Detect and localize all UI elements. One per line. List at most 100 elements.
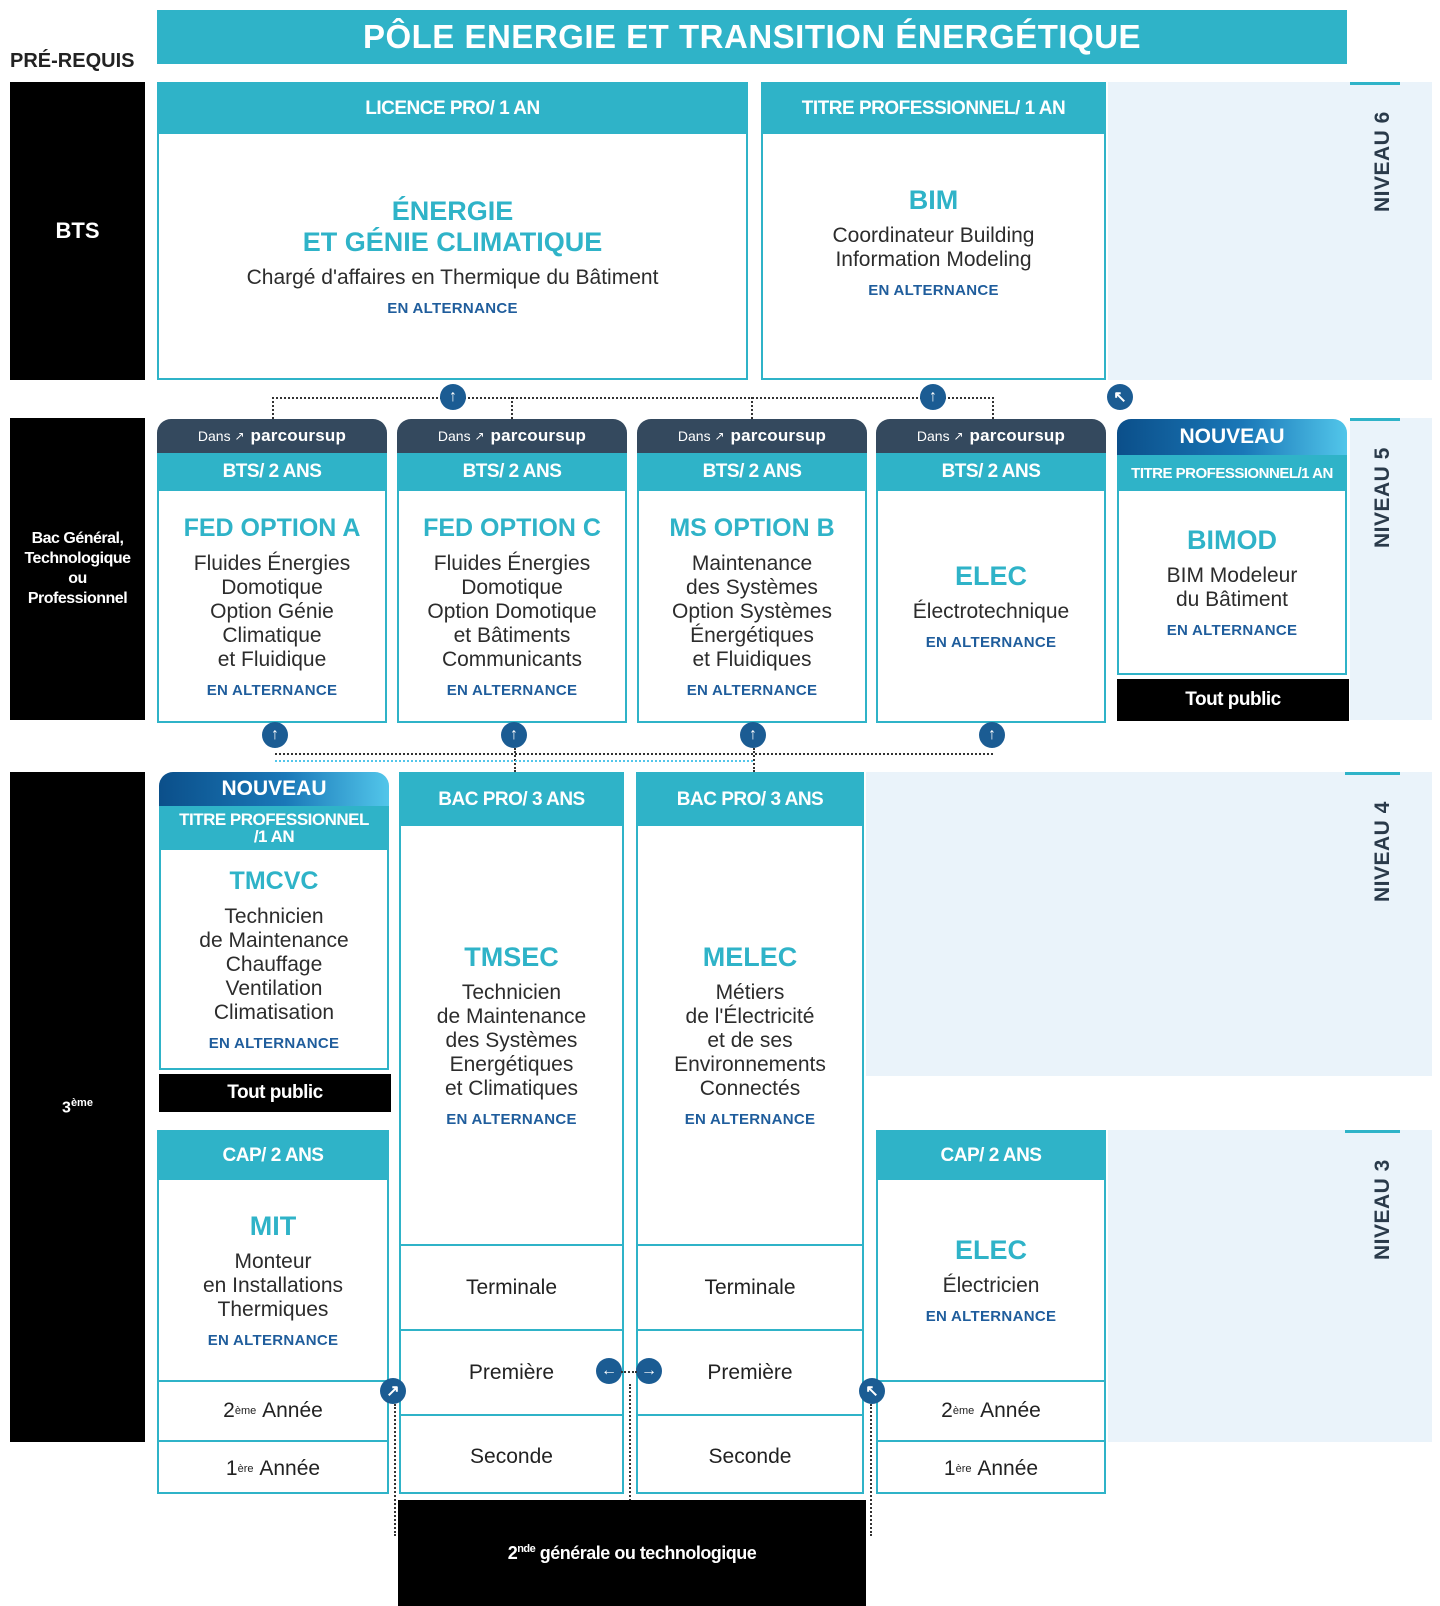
- bts-fed-c-card[interactable]: Dans ↗parcoursup BTS/ 2 ANS FED OPTION C…: [397, 419, 627, 723]
- licence-pro-header: LICENCE PRO/ 1 AN: [159, 84, 746, 134]
- niveau5-band: [1350, 418, 1432, 720]
- niveau6-label: NIVEAU 6: [1371, 111, 1394, 212]
- bim-title: BIM: [908, 184, 959, 215]
- tmcvc-header: TITRE PROFESSIONNEL /1 AN: [159, 806, 389, 850]
- bimod-header: TITRE PROFESSIONNEL/1 AN: [1117, 455, 1347, 491]
- bac-pro-header: BAC PRO/ 3 ANS: [401, 774, 622, 826]
- seconde-generale-bar: 2nde générale ou technologique: [398, 1500, 866, 1606]
- bim-header: TITRE PROFESSIONNEL/ 1 AN: [763, 84, 1104, 134]
- page-title: PÔLE ENERGIE ET TRANSITION ÉNERGÉTIQUE: [157, 10, 1347, 64]
- alternance-label: EN ALTERNANCE: [1166, 622, 1298, 639]
- tmcvc-card[interactable]: NOUVEAU TITRE PROFESSIONNEL /1 AN TMCVC …: [159, 772, 389, 1070]
- alternance-label: EN ALTERNANCE: [207, 1332, 339, 1349]
- arrow-up-icon: ↑: [501, 722, 527, 748]
- year-seconde: Seconde: [638, 1414, 862, 1498]
- fed-a-description: Fluides Énergies Domotique Option Génie …: [193, 552, 351, 671]
- niveau4-line: [1345, 772, 1400, 775]
- fed-c-title: FED OPTION C: [423, 514, 601, 542]
- prereq-third: 3ème: [10, 772, 145, 1442]
- niveau6-line: [1350, 82, 1400, 85]
- bts-elec-title: ELEC: [954, 561, 1027, 591]
- connector-line: [751, 397, 753, 419]
- bts-ms-b-card[interactable]: Dans ↗parcoursup BTS/ 2 ANS MS OPTION B …: [637, 419, 867, 723]
- bimod-card[interactable]: NOUVEAU TITRE PROFESSIONNEL/1 AN BIMOD B…: [1117, 419, 1347, 675]
- arrow-right-icon: →: [636, 1358, 662, 1384]
- prereq-bts-label: BTS: [55, 218, 100, 243]
- cap-elec-description: Électricien: [942, 1274, 1040, 1297]
- alternance-label: EN ALTERNANCE: [446, 682, 578, 699]
- prereq-bac-line1: Bac Général,: [31, 530, 124, 547]
- alternance-label: EN ALTERNANCE: [925, 634, 1057, 651]
- arrow-up-icon: ↑: [920, 384, 946, 410]
- cap-elec-title: ELEC: [954, 1235, 1027, 1265]
- nouveau-badge: NOUVEAU: [1117, 419, 1347, 455]
- connector-line: [511, 397, 513, 419]
- arrow-up-right-icon: ↗: [380, 1378, 406, 1404]
- parcoursup-badge: Dans ↗parcoursup: [876, 419, 1106, 453]
- alternance-label: EN ALTERNANCE: [868, 281, 999, 299]
- licence-pro-description: Chargé d'affaires en Thermique du Bâtime…: [246, 265, 659, 289]
- tmsec-description: Technicien de Maintenance des Systèmes E…: [436, 981, 587, 1100]
- fed-c-description: Fluides Énergies Domotique Option Domoti…: [427, 552, 597, 671]
- year-terminale: Terminale: [638, 1244, 862, 1329]
- bts-header: BTS/ 2 ANS: [876, 453, 1106, 491]
- alternance-label: EN ALTERNANCE: [684, 1111, 816, 1128]
- bts-header: BTS/ 2 ANS: [637, 453, 867, 491]
- prereq-bts: BTS: [10, 82, 145, 380]
- bim-description: Coordinateur Building Information Modeli…: [832, 223, 1035, 271]
- prereq-label: PRÉ-REQUIS: [10, 50, 135, 72]
- prereq-bac-line3: ou: [68, 570, 87, 587]
- parcoursup-logo-icon: ↗: [714, 429, 725, 443]
- year-premiere: Première: [401, 1329, 622, 1414]
- arrow-up-left-icon: ↖: [859, 1378, 885, 1404]
- cap-elec-card[interactable]: CAP/ 2 ANS ELEC Électricien EN ALTERNANC…: [876, 1130, 1106, 1494]
- fed-a-title: FED OPTION A: [183, 514, 361, 542]
- bts-elec-card[interactable]: Dans ↗parcoursup BTS/ 2 ANS ELEC Électro…: [876, 419, 1106, 723]
- arrow-up-icon: ↑: [440, 384, 466, 410]
- cap-header: CAP/ 2 ANS: [878, 1132, 1104, 1180]
- niveau4-label: NIVEAU 4: [1371, 801, 1394, 902]
- licence-pro-card[interactable]: LICENCE PRO/ 1 AN ÉNERGIE ET GÉNIE CLIMA…: [157, 82, 748, 380]
- parcoursup-logo-icon: ↗: [234, 429, 245, 443]
- alternance-label: EN ALTERNANCE: [206, 682, 338, 699]
- arrow-up-icon: ↑: [979, 722, 1005, 748]
- connector-line: [272, 397, 274, 419]
- prereq-third-label: 3ème: [62, 1096, 93, 1117]
- melec-description: Métiers de l'Électricité et de ses Envir…: [674, 981, 826, 1100]
- arrow-up-icon: ↑: [262, 722, 288, 748]
- bts-fed-a-card[interactable]: Dans ↗parcoursup BTS/ 2 ANS FED OPTION A…: [157, 419, 387, 723]
- niveau5-label: NIVEAU 5: [1371, 447, 1394, 548]
- mit-description: Monteur en Installations Thermiques: [202, 1250, 344, 1321]
- niveau5-line: [1350, 418, 1400, 421]
- bim-card[interactable]: TITRE PROFESSIONNEL/ 1 AN BIM Coordinate…: [761, 82, 1106, 380]
- cap-mit-card[interactable]: CAP/ 2 ANS MIT Monteur en Installations …: [157, 1130, 389, 1494]
- tmsec-title: TMSEC: [464, 942, 559, 972]
- parcoursup-badge: Dans ↗parcoursup: [157, 419, 387, 453]
- melec-title: MELEC: [702, 942, 798, 972]
- connector-line: [272, 397, 994, 399]
- bimod-description: BIM Modeleur du Bâtiment: [1166, 564, 1298, 611]
- bac-pro-tmsec-card[interactable]: BAC PRO/ 3 ANS TMSEC Technicien de Maint…: [399, 772, 624, 1494]
- bts-header: BTS/ 2 ANS: [397, 453, 627, 491]
- year-premiere: Première: [638, 1329, 862, 1414]
- cap-header: CAP/ 2 ANS: [159, 1132, 387, 1180]
- bac-pro-melec-card[interactable]: BAC PRO/ 3 ANS MELEC Métiers de l'Électr…: [636, 772, 864, 1494]
- ms-b-description: Maintenance des Systèmes Option Systèmes…: [672, 552, 832, 671]
- connector-line: [621, 1371, 637, 1373]
- parcoursup-badge: Dans ↗parcoursup: [397, 419, 627, 453]
- tmcvc-title: TMCVC: [229, 867, 319, 895]
- arrow-up-left-icon: ↖: [1107, 384, 1133, 410]
- year-seconde: Seconde: [401, 1414, 622, 1498]
- alternance-label: EN ALTERNANCE: [208, 1035, 340, 1052]
- licence-pro-title-line1: ÉNERGIE: [391, 195, 514, 226]
- connector-line: [629, 1384, 631, 1536]
- arrow-up-icon: ↑: [740, 722, 766, 748]
- connector-line: [275, 753, 993, 755]
- connector-line: [275, 760, 753, 762]
- nouveau-badge: NOUVEAU: [159, 772, 389, 806]
- licence-pro-title-line2: ET GÉNIE CLIMATIQUE: [302, 226, 603, 257]
